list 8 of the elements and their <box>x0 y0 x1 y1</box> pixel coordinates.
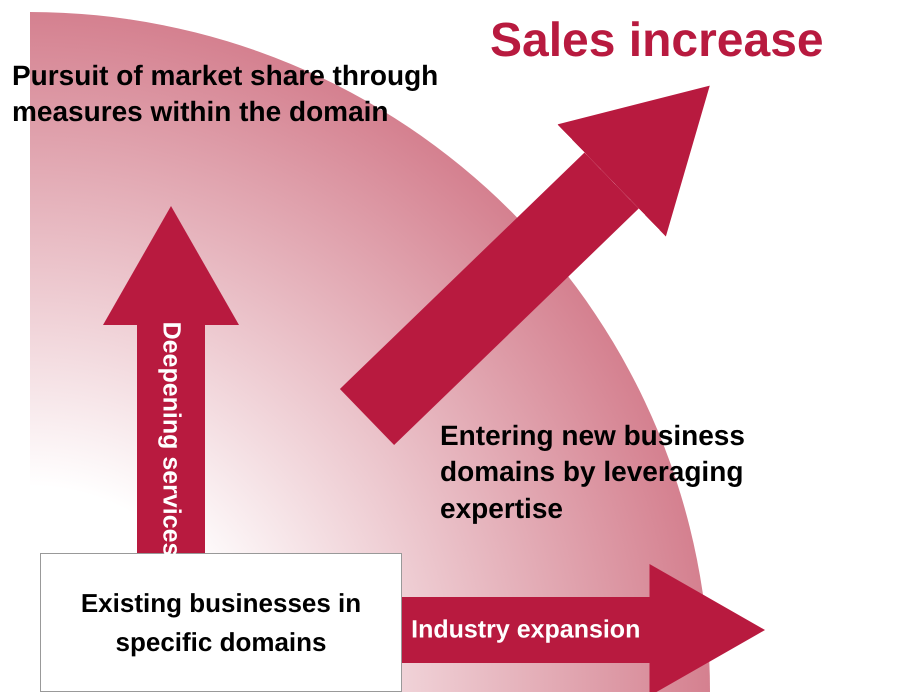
heading-text: Pursuit of market share through measures within the domain <box>12 59 440 130</box>
arrow-label: Industry expansion <box>411 616 640 644</box>
block-arrow <box>402 564 765 692</box>
title-text: Sales increase <box>490 13 825 69</box>
block-arrow <box>340 86 710 446</box>
heading-text: Entering new business domains by leveraging expertise <box>440 419 746 526</box>
business-box: Existing businesses in specific domains <box>40 553 402 692</box>
block-arrow <box>103 206 239 553</box>
